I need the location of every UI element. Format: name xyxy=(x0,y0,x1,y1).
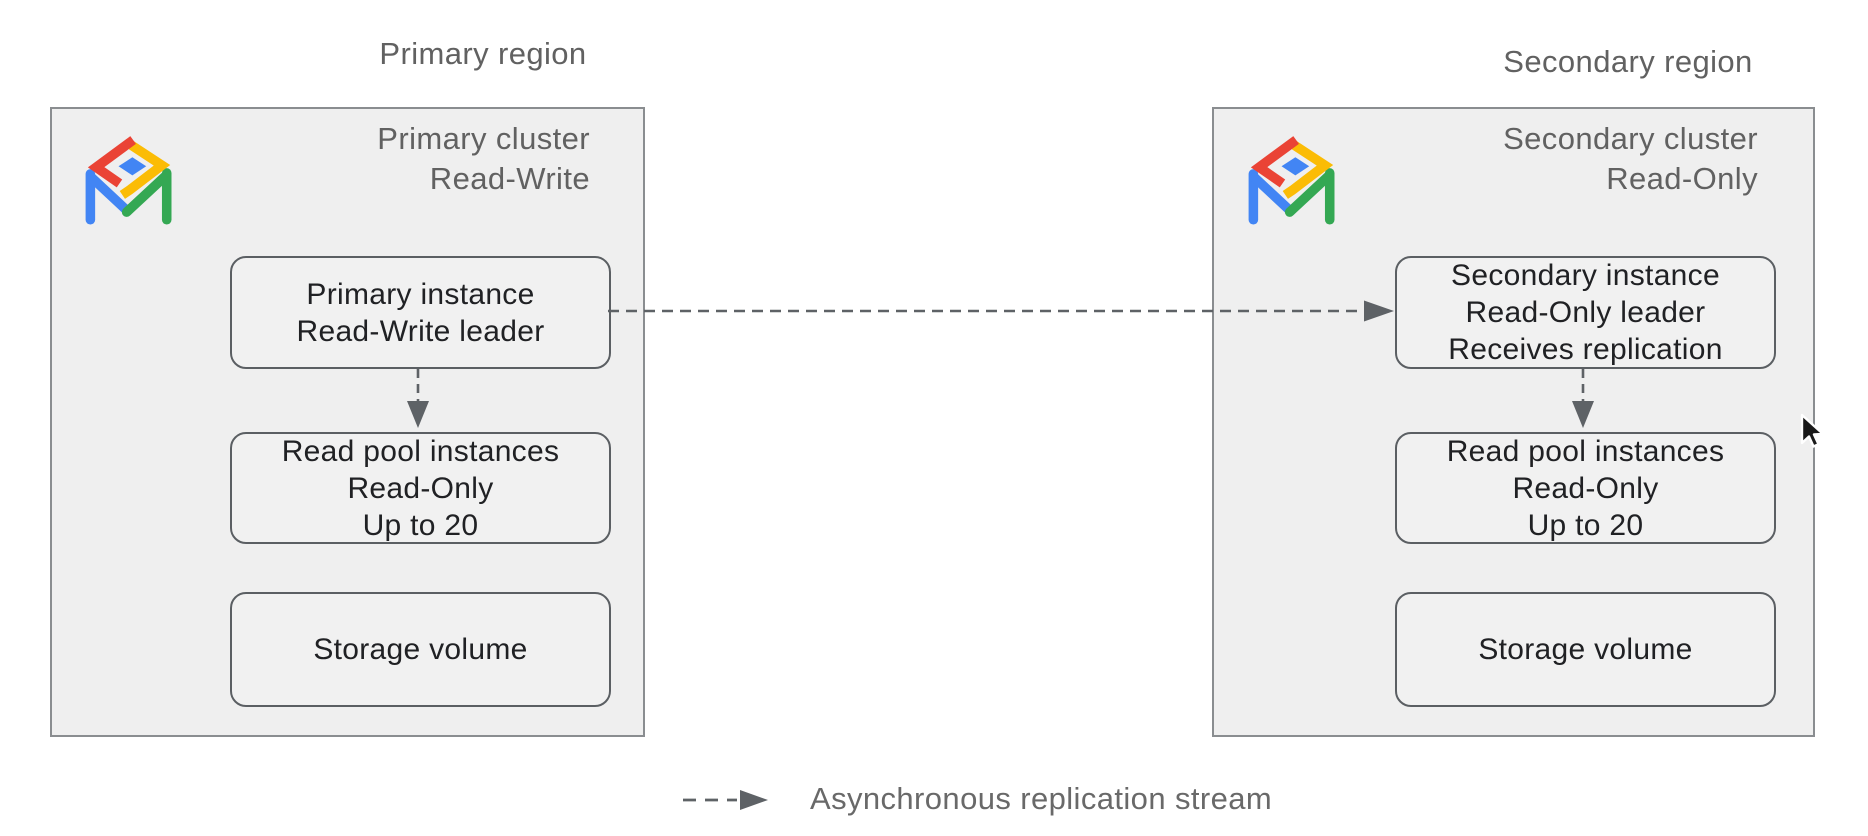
secondary-region-label: Secondary region xyxy=(1503,44,1753,79)
secondary-cluster-title: Secondary cluster Read-Only xyxy=(1503,121,1758,196)
primary-storage-box: Storage volume xyxy=(230,592,611,707)
alloydb-icon xyxy=(1248,136,1335,225)
secondary-instance-box: Secondary instance Read-Only leader Rece… xyxy=(1395,256,1776,369)
primary-read-pool-arrow xyxy=(407,369,429,428)
primary-read-pool-box: Read pool instances Read-Only Up to 20 xyxy=(230,432,611,544)
mouse-cursor xyxy=(1800,413,1825,448)
secondary-read-pool-box: Read pool instances Read-Only Up to 20 xyxy=(1395,432,1776,544)
primary-instance-box: Primary instance Read-Write leader xyxy=(230,256,611,369)
secondary-storage-box: Storage volume xyxy=(1395,592,1776,707)
primary-cluster-container: Primary cluster Read-Write Primary insta… xyxy=(50,107,645,737)
secondary-cluster-container: Secondary cluster Read-Only Secondary in… xyxy=(1212,107,1815,737)
alloydb-icon xyxy=(85,136,172,225)
primary-region-label: Primary region xyxy=(379,36,587,71)
legend-replication-label: Asynchronous replication stream xyxy=(810,781,1273,816)
legend-dashed-arrow-icon xyxy=(683,790,768,810)
primary-cluster-title: Primary cluster Read-Write xyxy=(377,121,590,196)
replication-stream-arrow xyxy=(608,300,1394,322)
secondary-read-pool-arrow xyxy=(1572,369,1594,428)
